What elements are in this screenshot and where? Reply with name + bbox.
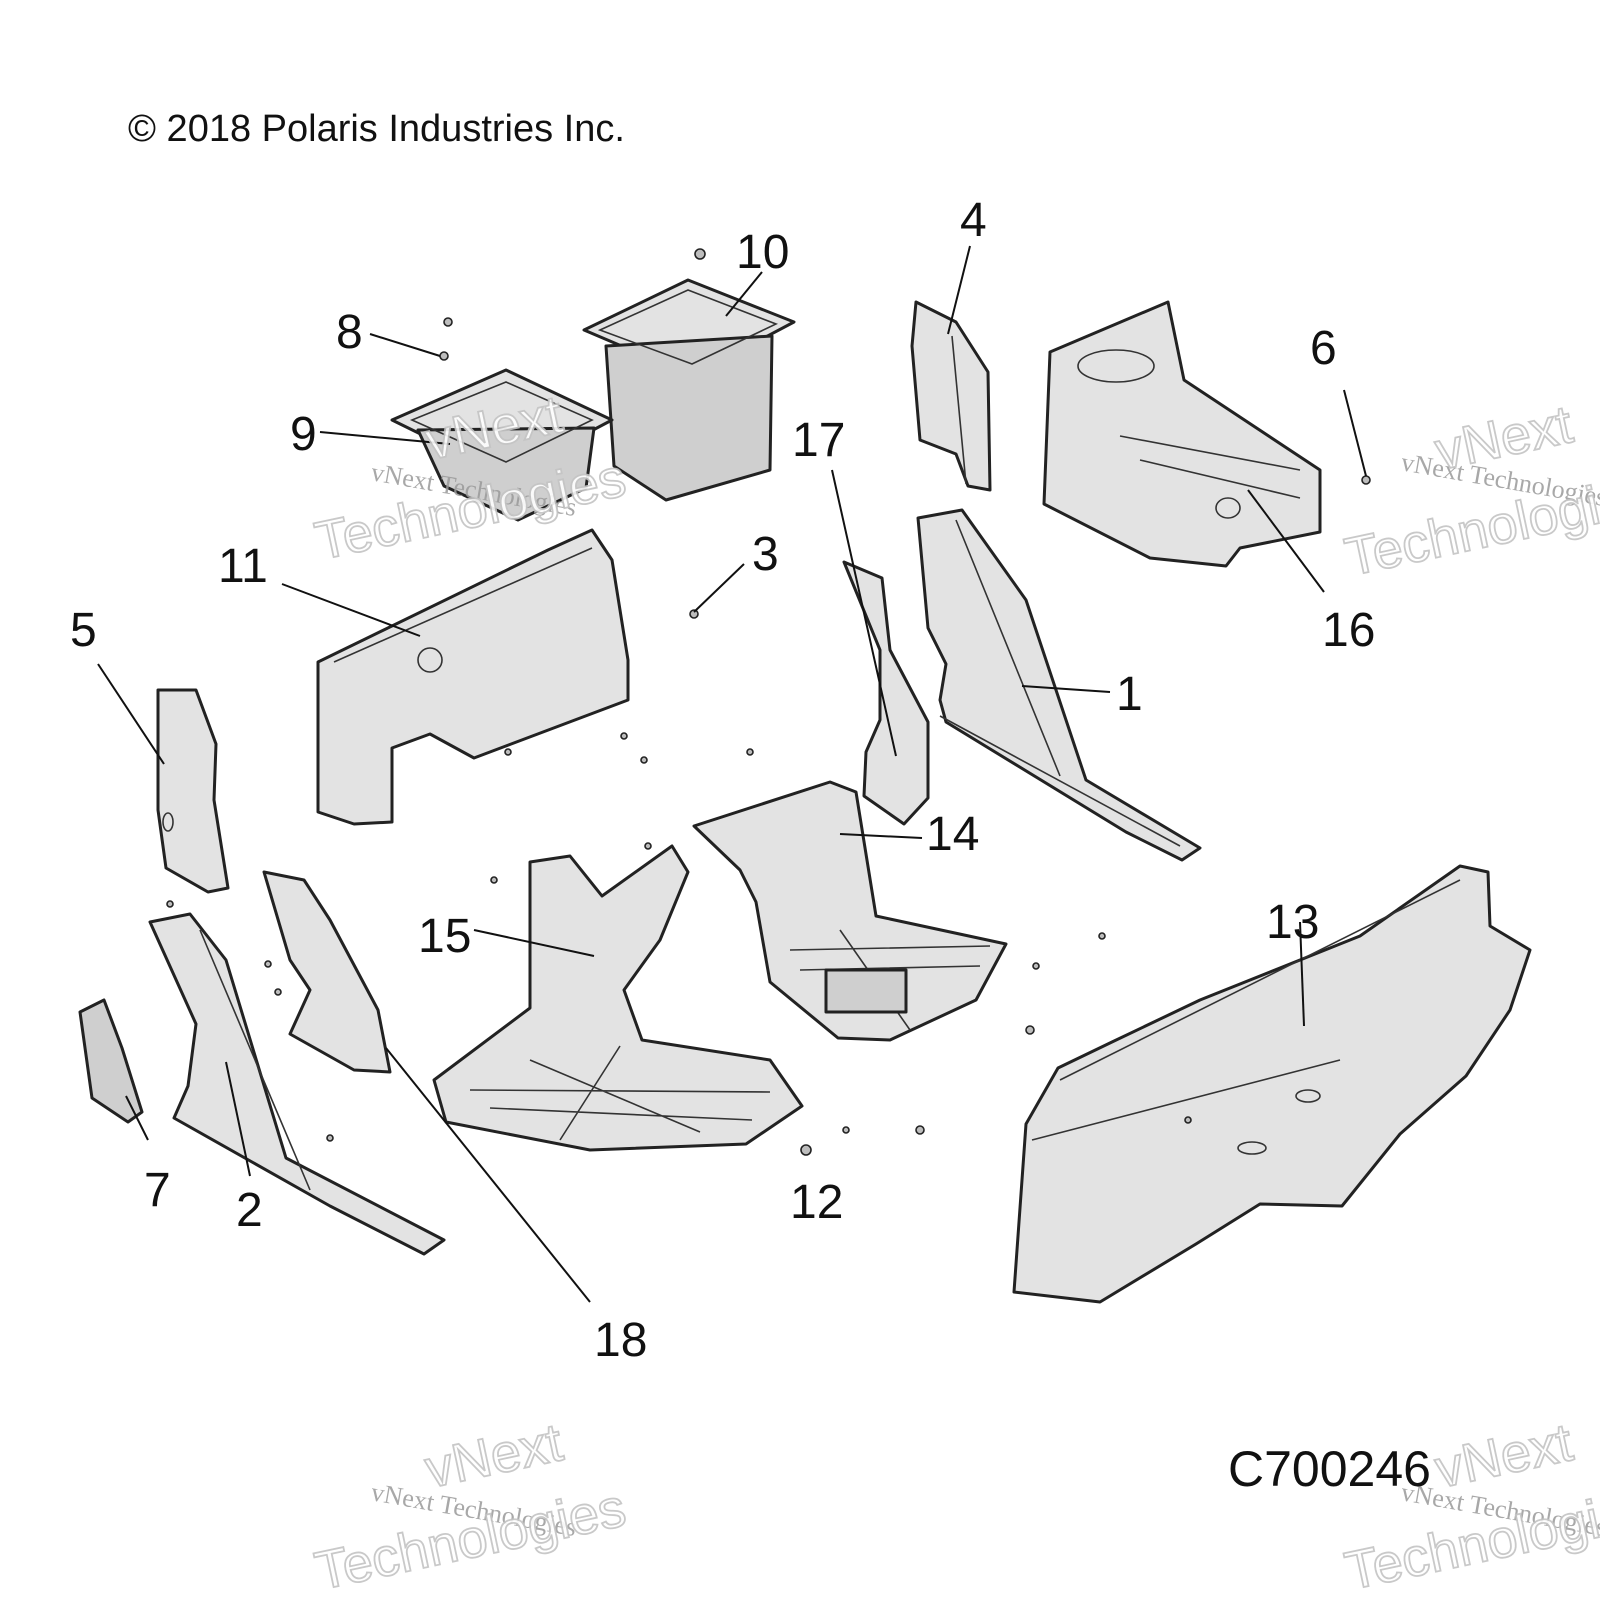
part-trim-inner-right [842, 560, 930, 826]
callout-2: 2 [236, 1184, 263, 1237]
callout-13: 13 [1266, 896, 1319, 949]
figure-id: C700246 [1228, 1441, 1431, 1497]
part-floor-pan-left [432, 844, 804, 1152]
part-rear-panel [316, 528, 630, 826]
callout-7: 7 [144, 1164, 171, 1217]
callout-1: 1 [1116, 668, 1143, 721]
watermark-text-large: vNext [1430, 1412, 1578, 1499]
callout-9: 9 [290, 408, 317, 461]
part-rocker-side-right [916, 508, 1202, 862]
callout-11: 11 [218, 540, 268, 593]
callout-3: 3 [752, 528, 779, 581]
callout-17: 17 [792, 414, 845, 467]
watermark-text-large: vNext [1430, 394, 1578, 481]
callout-6: 6 [1310, 322, 1337, 375]
watermark-text-large: vNext [420, 1412, 568, 1499]
part-pillar-upper-right [910, 300, 992, 492]
leader-lines [97, 245, 1367, 1303]
fastener-group [166, 248, 1371, 1156]
part-trim-upper-left [156, 688, 230, 894]
part-floor-pan-right [692, 780, 1008, 1042]
callout-16: 16 [1322, 604, 1375, 657]
part-rocker-side-left [148, 912, 446, 1256]
callout-14: 14 [926, 808, 979, 861]
callout-10: 10 [736, 226, 789, 279]
callout-15: 15 [418, 910, 471, 963]
callout-labels: 1 2 3 4 5 6 7 8 9 10 11 12 13 14 15 16 1… [70, 194, 1375, 1367]
part-storage-bin [582, 278, 796, 502]
part-center-console [1042, 300, 1322, 568]
callout-18: 18 [594, 1314, 647, 1367]
part-trim-inner-left [262, 870, 392, 1074]
copyright-notice: © 2018 Polaris Industries Inc. [128, 108, 625, 150]
callout-8: 8 [336, 306, 363, 359]
part-tray [390, 368, 614, 522]
callout-5: 5 [70, 604, 97, 657]
callout-4: 4 [960, 194, 987, 247]
part-knee-pad [78, 998, 144, 1124]
part-dash-panel [1012, 864, 1532, 1304]
callout-12: 12 [790, 1176, 843, 1229]
